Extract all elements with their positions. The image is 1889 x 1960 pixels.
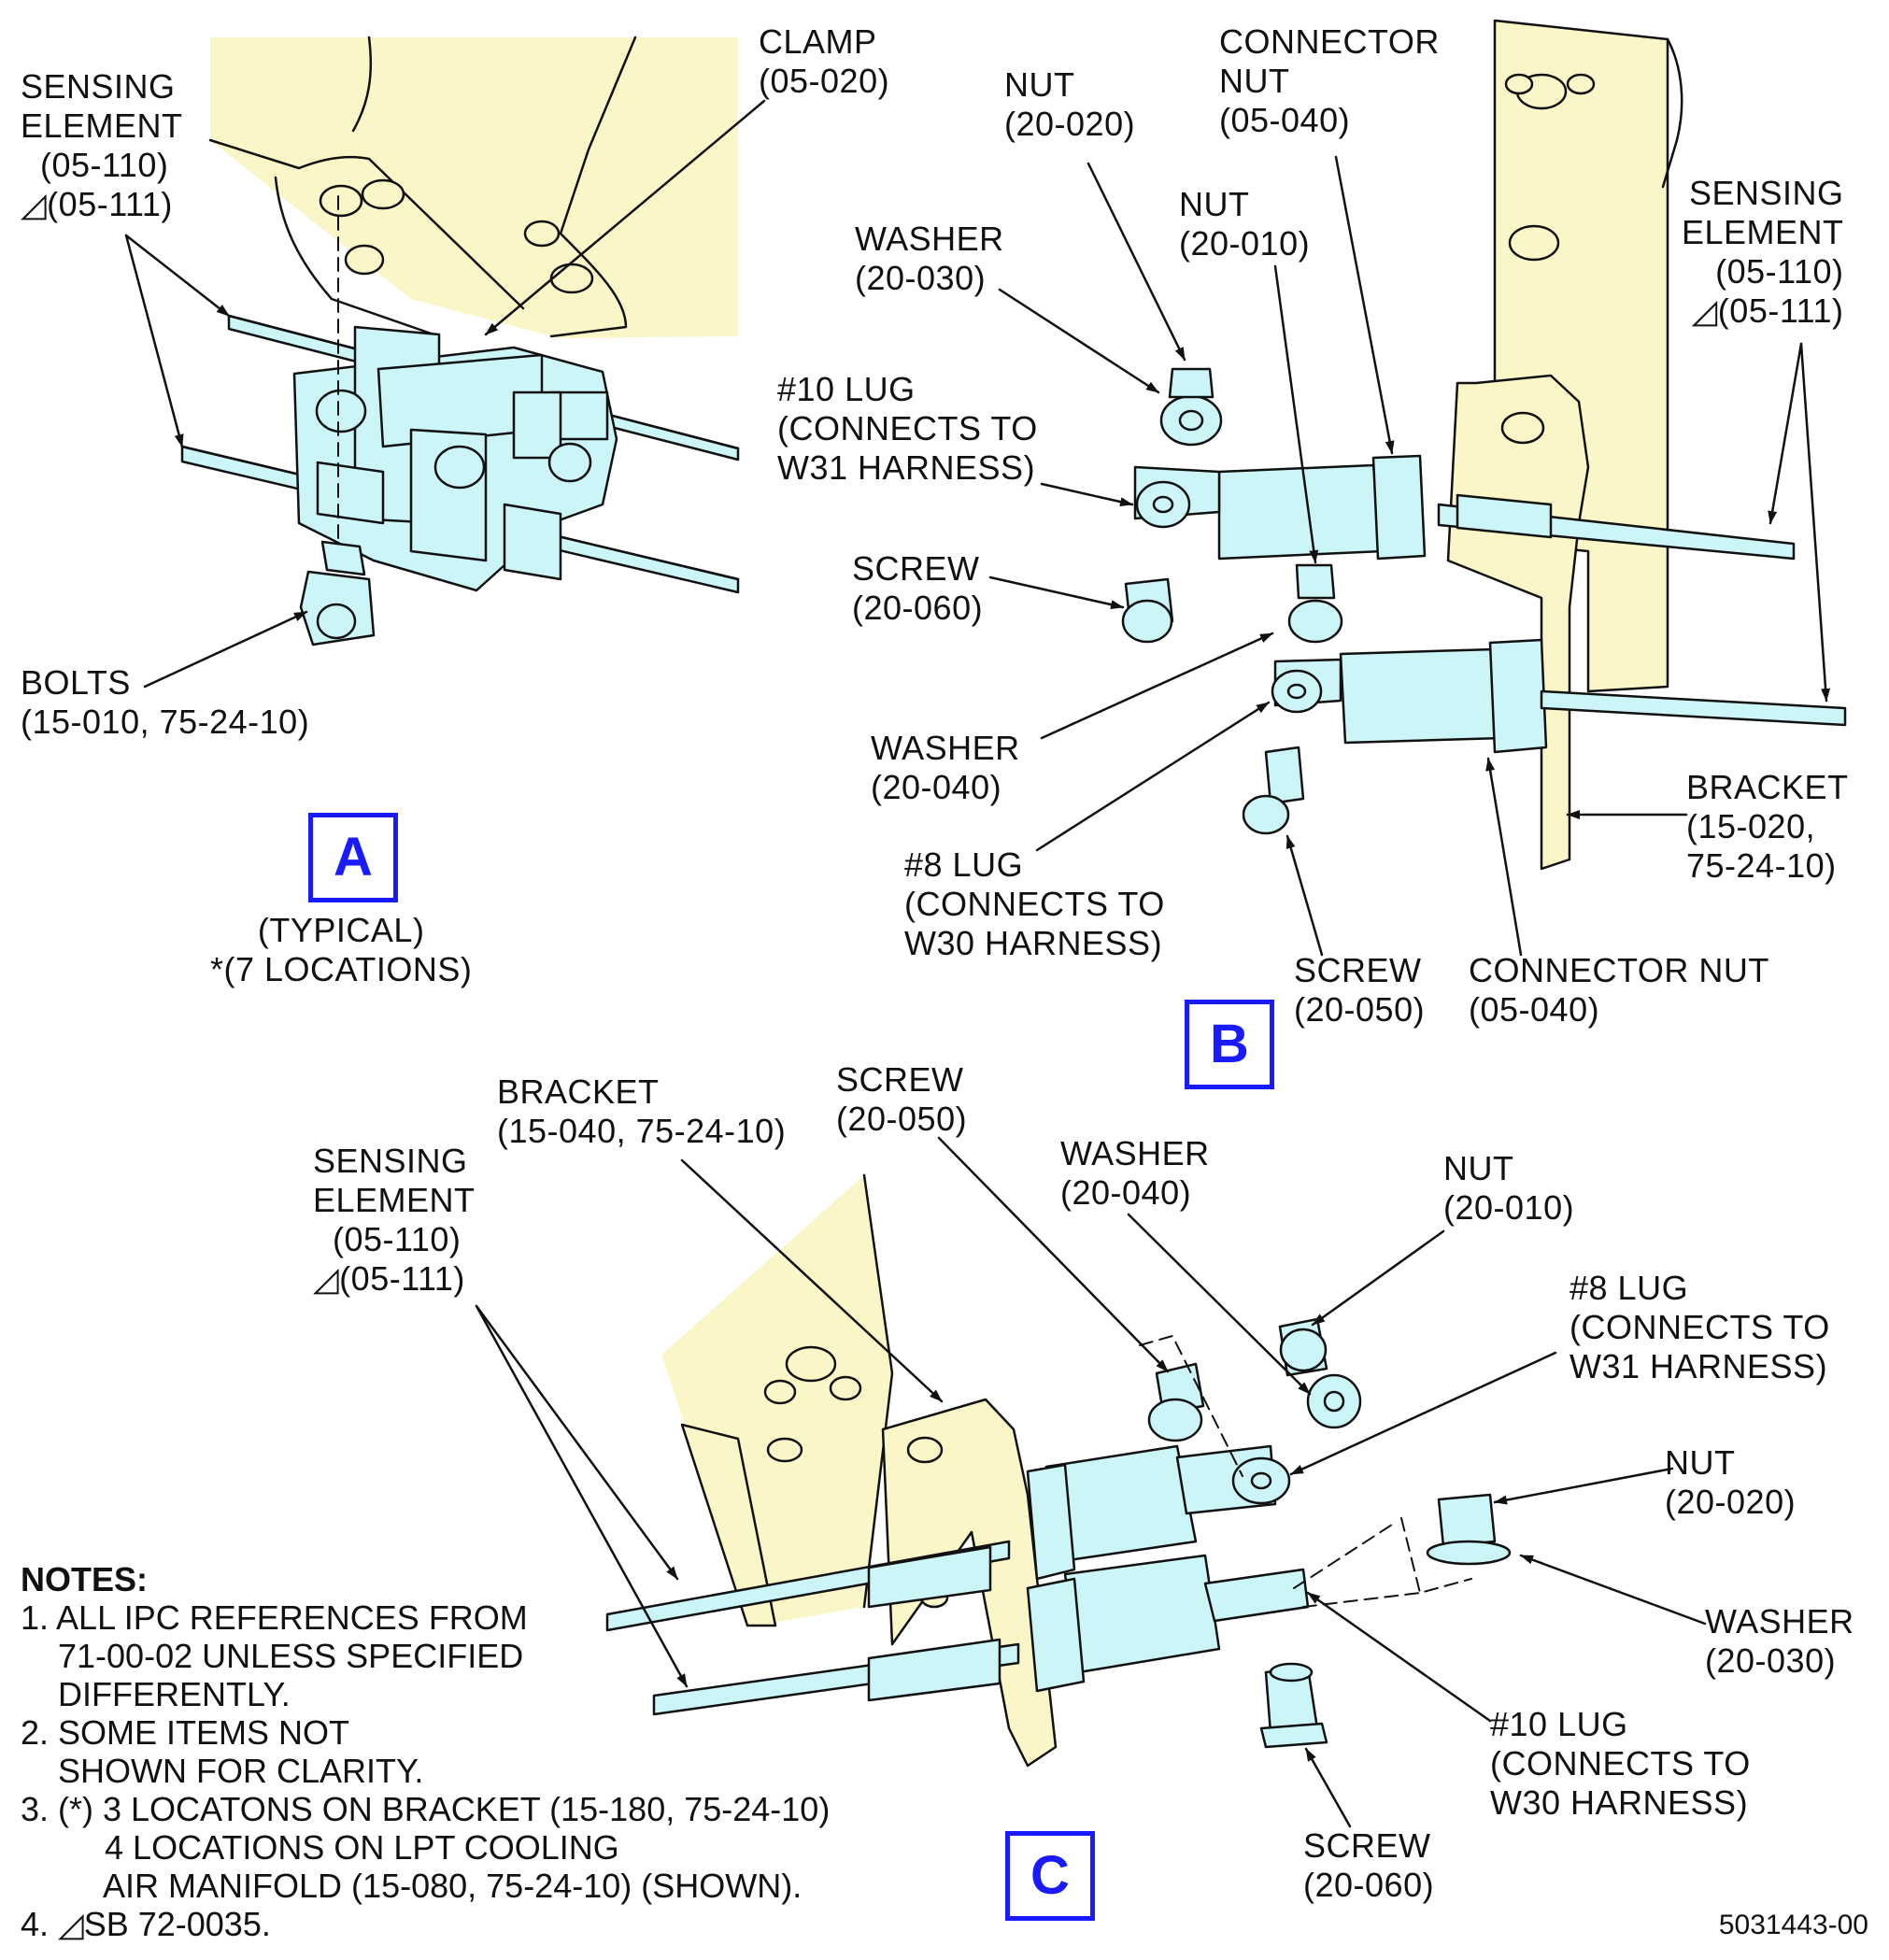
label-c-bracket: BRACKET (15-040, 75-24-10) — [497, 1072, 787, 1150]
label-c-washer-20040: WASHER (20-040) — [1060, 1134, 1210, 1212]
notes-block: NOTES: 1. ALL IPC REFERENCES FROM 71-00-… — [21, 1560, 830, 1943]
view-a-illustration — [124, 36, 766, 689]
view-b-illustration — [988, 19, 1847, 957]
label-b-washer-20030: WASHER (20-030) — [855, 220, 1004, 297]
label-b-screw-20050: SCREW (20-050) — [1294, 951, 1426, 1029]
notes-heading: NOTES: — [21, 1560, 149, 1598]
label-c-washer-20030: WASHER (20-030) — [1705, 1602, 1854, 1680]
view-label-c: C — [1005, 1831, 1095, 1921]
label-a-bolts: BOLTS (15-010, 75-24-10) — [21, 663, 310, 741]
label-b-bracket: BRACKET (15-020, 75-24-10) — [1686, 768, 1849, 885]
label-b-connector-nut-bottom: CONNECTOR NUT (05-040) — [1469, 951, 1769, 1029]
label-c-nut-20010: NUT (20-010) — [1443, 1149, 1575, 1227]
view-c-illustration — [475, 1136, 1707, 1828]
note-line: AIR MANIFOLD (15-080, 75-24-10) (SHOWN). — [21, 1867, 802, 1905]
label-c-lug10: #10 LUG (CONNECTS TO W30 HARNESS) — [1490, 1705, 1751, 1822]
label-a-clamp: CLAMP (05-020) — [759, 22, 890, 100]
label-c-lug8: #8 LUG (CONNECTS TO W31 HARNESS) — [1569, 1269, 1830, 1385]
view-label-a: A — [308, 813, 398, 902]
label-b-sensing-element: SENSING ELEMENT (05-110) ◿(05-111) — [1682, 174, 1844, 330]
label-b-nut-20020: NUT (20-020) — [1004, 65, 1136, 143]
label-b-lug10: #10 LUG (CONNECTS TO W31 HARNESS) — [777, 370, 1038, 487]
label-a-caption: (TYPICAL) *(7 LOCATIONS) — [210, 911, 473, 988]
note-line: 1. ALL IPC REFERENCES FROM — [21, 1598, 528, 1637]
label-c-screw-20050: SCREW (20-050) — [836, 1060, 968, 1138]
label-c-screw-20060: SCREW (20-060) — [1303, 1826, 1435, 1904]
label-c-sensing-element: SENSING ELEMENT (05-110) ◿(05-111) — [313, 1142, 476, 1298]
note-line: 4. ◿SB 72-0035. — [21, 1905, 271, 1943]
label-a-sensing-element: SENSING ELEMENT (05-110) ◿(05-111) — [21, 67, 183, 223]
note-line: DIFFERENTLY. — [21, 1675, 291, 1713]
note-line: 4 LOCATIONS ON LPT COOLING — [21, 1828, 619, 1867]
label-c-nut-20020: NUT (20-020) — [1665, 1443, 1797, 1521]
label-b-screw-20060: SCREW (20-060) — [852, 549, 984, 627]
label-b-lug8: #8 LUG (CONNECTS TO W30 HARNESS) — [904, 845, 1165, 962]
note-line: 71-00-02 UNLESS SPECIFIED — [21, 1637, 524, 1675]
view-label-b: B — [1185, 1000, 1274, 1089]
label-b-nut-20010: NUT (20-010) — [1179, 185, 1311, 263]
note-line: SHOWN FOR CLARITY. — [21, 1752, 424, 1790]
label-b-connector-nut-top: CONNECTOR NUT (05-040) — [1219, 22, 1440, 139]
label-b-washer-20040: WASHER (20-040) — [871, 729, 1020, 806]
note-line: 2. SOME ITEMS NOT — [21, 1713, 350, 1752]
note-line: 3. (*) 3 LOCATONS ON BRACKET (15-180, 75… — [21, 1790, 831, 1828]
document-number: 5031443-00 — [1718, 1910, 1868, 1940]
